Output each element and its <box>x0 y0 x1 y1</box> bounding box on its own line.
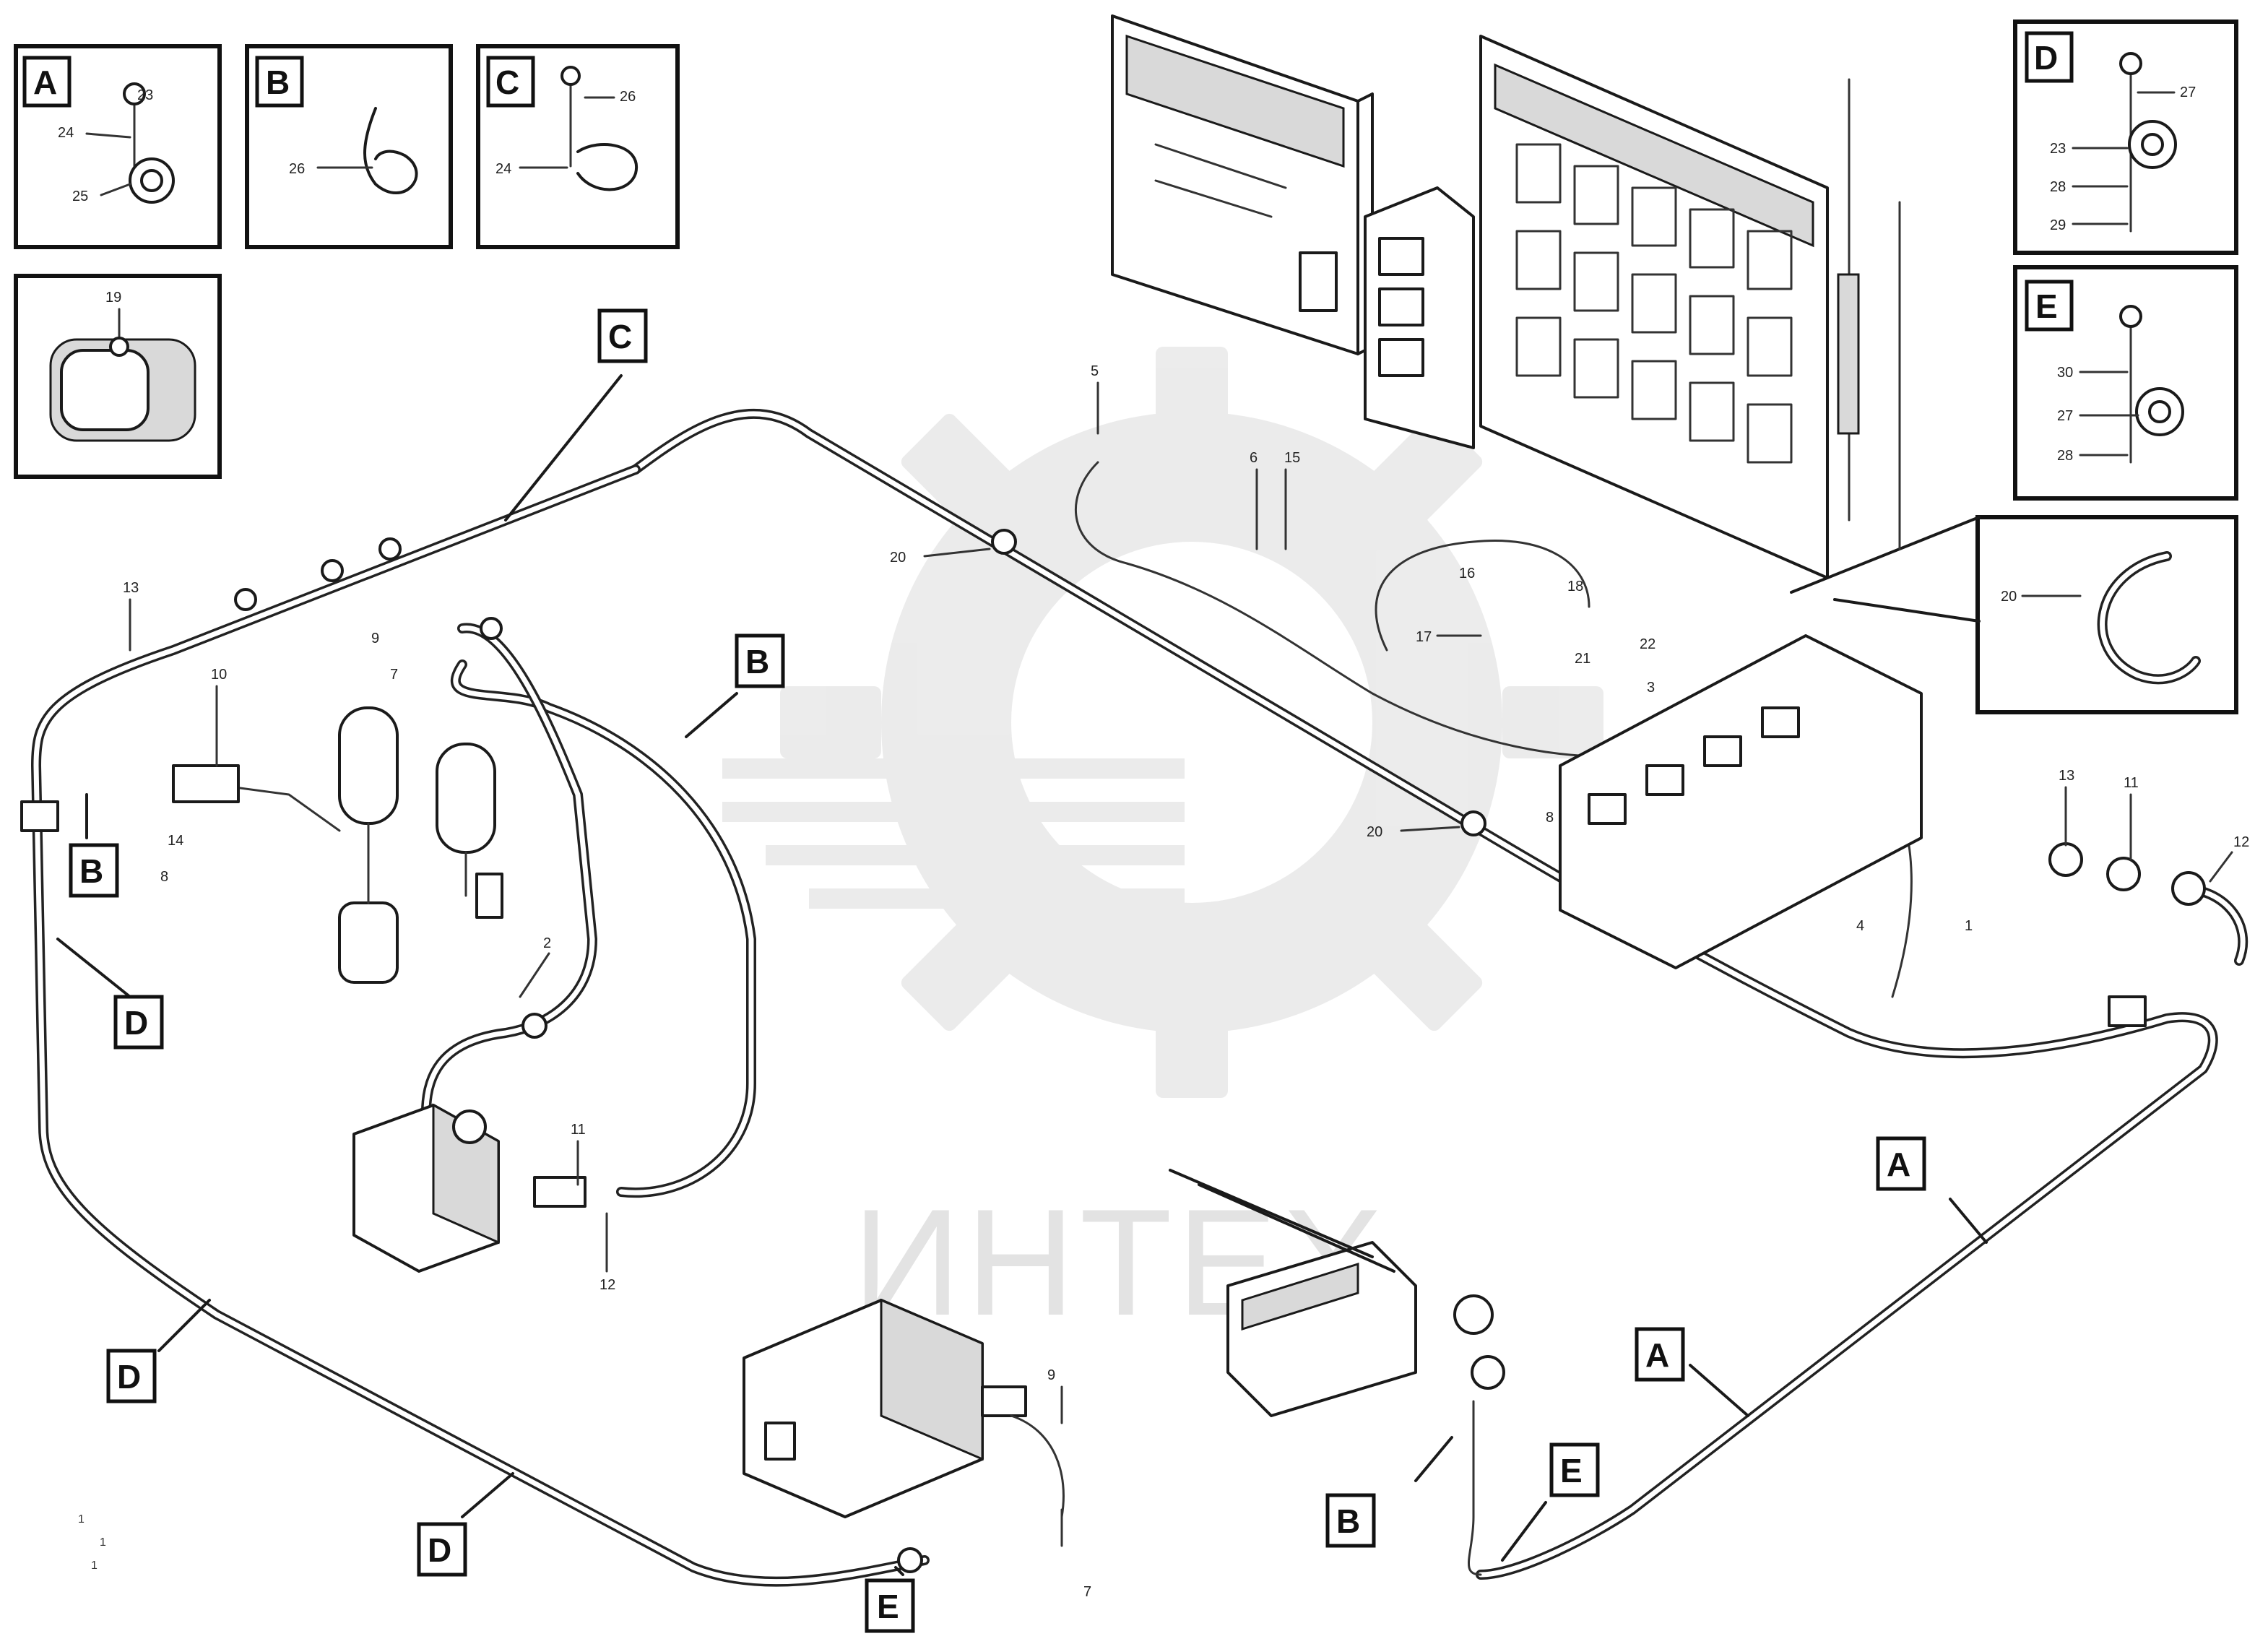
part-number: 1 <box>1965 918 1973 934</box>
drawing-footer-code: 1 1 1 <box>78 1513 106 1572</box>
svg-text:A: A <box>1645 1336 1669 1374</box>
part-number: 12 <box>2233 834 2249 850</box>
svg-text:D: D <box>117 1358 141 1396</box>
svg-text:B: B <box>1336 1502 1360 1540</box>
detail-letter-c: C <box>495 64 519 101</box>
detail-b-number-1: 26 <box>289 161 305 177</box>
part-number: 20 <box>890 550 906 566</box>
part-number: 7 <box>1083 1584 1091 1600</box>
detail-c-number-2: 24 <box>495 161 511 177</box>
hose-b-loop <box>451 659 756 1198</box>
svg-text:1: 1 <box>100 1536 106 1549</box>
detail-a-number-1: 23 <box>137 87 153 103</box>
detail-d-number-1: 27 <box>2180 85 2196 100</box>
svg-text:C: C <box>608 318 632 355</box>
detail-e-number-1: 30 <box>2057 365 2073 381</box>
part-number: 11 <box>571 1122 586 1138</box>
reference-label-b-bottom: B <box>1325 1436 1453 1548</box>
hose-fittings <box>20 529 2147 1573</box>
brake-pedal-valve <box>1169 1169 1505 1576</box>
reference-label-d-bottom-left: D <box>106 1299 211 1403</box>
part-number: 10 <box>211 667 227 683</box>
reference-label-d-bottom: D <box>417 1472 514 1577</box>
reference-label-b-left: B <box>69 793 119 898</box>
detail-e-number-3: 28 <box>2057 448 2073 464</box>
hose-main-loop <box>631 408 2218 1580</box>
detail-box-a: A 23 24 25 <box>14 44 222 249</box>
detail-letter-d: D <box>2034 39 2058 77</box>
detail-box-tank: 19 <box>14 274 222 479</box>
part-number: 8 <box>160 869 168 885</box>
control-unit-box <box>1111 14 1374 355</box>
accumulator-group <box>172 706 503 984</box>
reference-label-a-lower: A <box>1635 1327 1749 1417</box>
hose-callout-number: 20 <box>2001 589 2017 605</box>
svg-text:E: E <box>877 1588 899 1625</box>
bracket-panel <box>1364 186 1475 449</box>
part-number: 15 <box>1284 450 1300 466</box>
detail-a-number-2: 24 <box>58 125 74 141</box>
detail-c-number-1: 26 <box>620 89 636 105</box>
part-number: 13 <box>123 580 139 596</box>
part-number-callouts: 13 10 14 8 9 7 2 11 12 5 6 15 16 17 18 2… <box>123 363 2249 1600</box>
part-number: 9 <box>371 631 379 646</box>
detail-e-number-2: 27 <box>2057 408 2073 424</box>
part-number: 20 <box>1367 824 1382 840</box>
detail-box-c: C 26 24 <box>476 44 680 249</box>
detail-letter-e: E <box>2035 287 2058 325</box>
part-number: 9 <box>1047 1367 1055 1383</box>
part-number: 3 <box>1647 680 1655 696</box>
svg-text:B: B <box>745 643 769 680</box>
detail-box-e: E 30 27 28 <box>2013 265 2238 501</box>
svg-text:B: B <box>79 852 103 890</box>
detail-a-number-3: 25 <box>72 189 88 204</box>
pump-unit <box>352 1103 587 1273</box>
part-number: 12 <box>600 1277 615 1293</box>
detail-box-b: B 26 <box>245 44 453 249</box>
fuse-relay-board <box>1479 35 1901 579</box>
part-number: 18 <box>1567 579 1583 594</box>
part-number: 2 <box>543 935 551 951</box>
detail-tank-number: 19 <box>105 290 121 306</box>
hose-valve-to-tank <box>421 623 597 1117</box>
svg-text:1: 1 <box>78 1513 85 1526</box>
svg-text:1: 1 <box>91 1559 98 1572</box>
detail-d-number-3: 28 <box>2050 179 2066 195</box>
svg-text:D: D <box>428 1531 451 1569</box>
distribution-block-right <box>1559 634 2206 969</box>
part-number: 21 <box>1575 651 1590 667</box>
part-number: 5 <box>1091 363 1099 379</box>
valve-block-bottom <box>743 1298 1065 1518</box>
detail-letter-a: A <box>33 64 57 101</box>
reference-label-c: C <box>504 308 648 522</box>
detail-d-number-2: 23 <box>2050 141 2066 157</box>
svg-text:A: A <box>1887 1146 1910 1183</box>
part-number: 11 <box>2124 775 2139 791</box>
part-number: 22 <box>1640 636 1655 652</box>
part-number: 7 <box>390 667 398 683</box>
detail-box-hose-callout: 20 <box>1790 515 2238 714</box>
reference-label-a-right: A <box>1876 1136 1988 1244</box>
part-number: 16 <box>1459 566 1475 581</box>
reference-label-d-left: D <box>56 938 164 1050</box>
part-number: 13 <box>2059 768 2074 784</box>
part-number: 6 <box>1250 450 1258 466</box>
detail-box-d: D 27 23 28 29 <box>2013 20 2238 255</box>
svg-text:E: E <box>1560 1452 1583 1489</box>
hose-left-loop <box>31 464 930 1587</box>
part-number: 14 <box>168 833 183 849</box>
part-number: 4 <box>1856 918 1864 934</box>
reference-label-b-upper: B <box>685 633 785 738</box>
reference-label-e-bottom: E <box>865 1566 915 1633</box>
detail-letter-b: B <box>266 64 290 101</box>
svg-text:D: D <box>124 1004 148 1042</box>
part-number: 17 <box>1416 629 1432 645</box>
reference-label-e-right: E <box>1501 1442 1600 1562</box>
detail-d-number-4: 29 <box>2050 217 2066 233</box>
part-number: 8 <box>1546 810 1554 826</box>
